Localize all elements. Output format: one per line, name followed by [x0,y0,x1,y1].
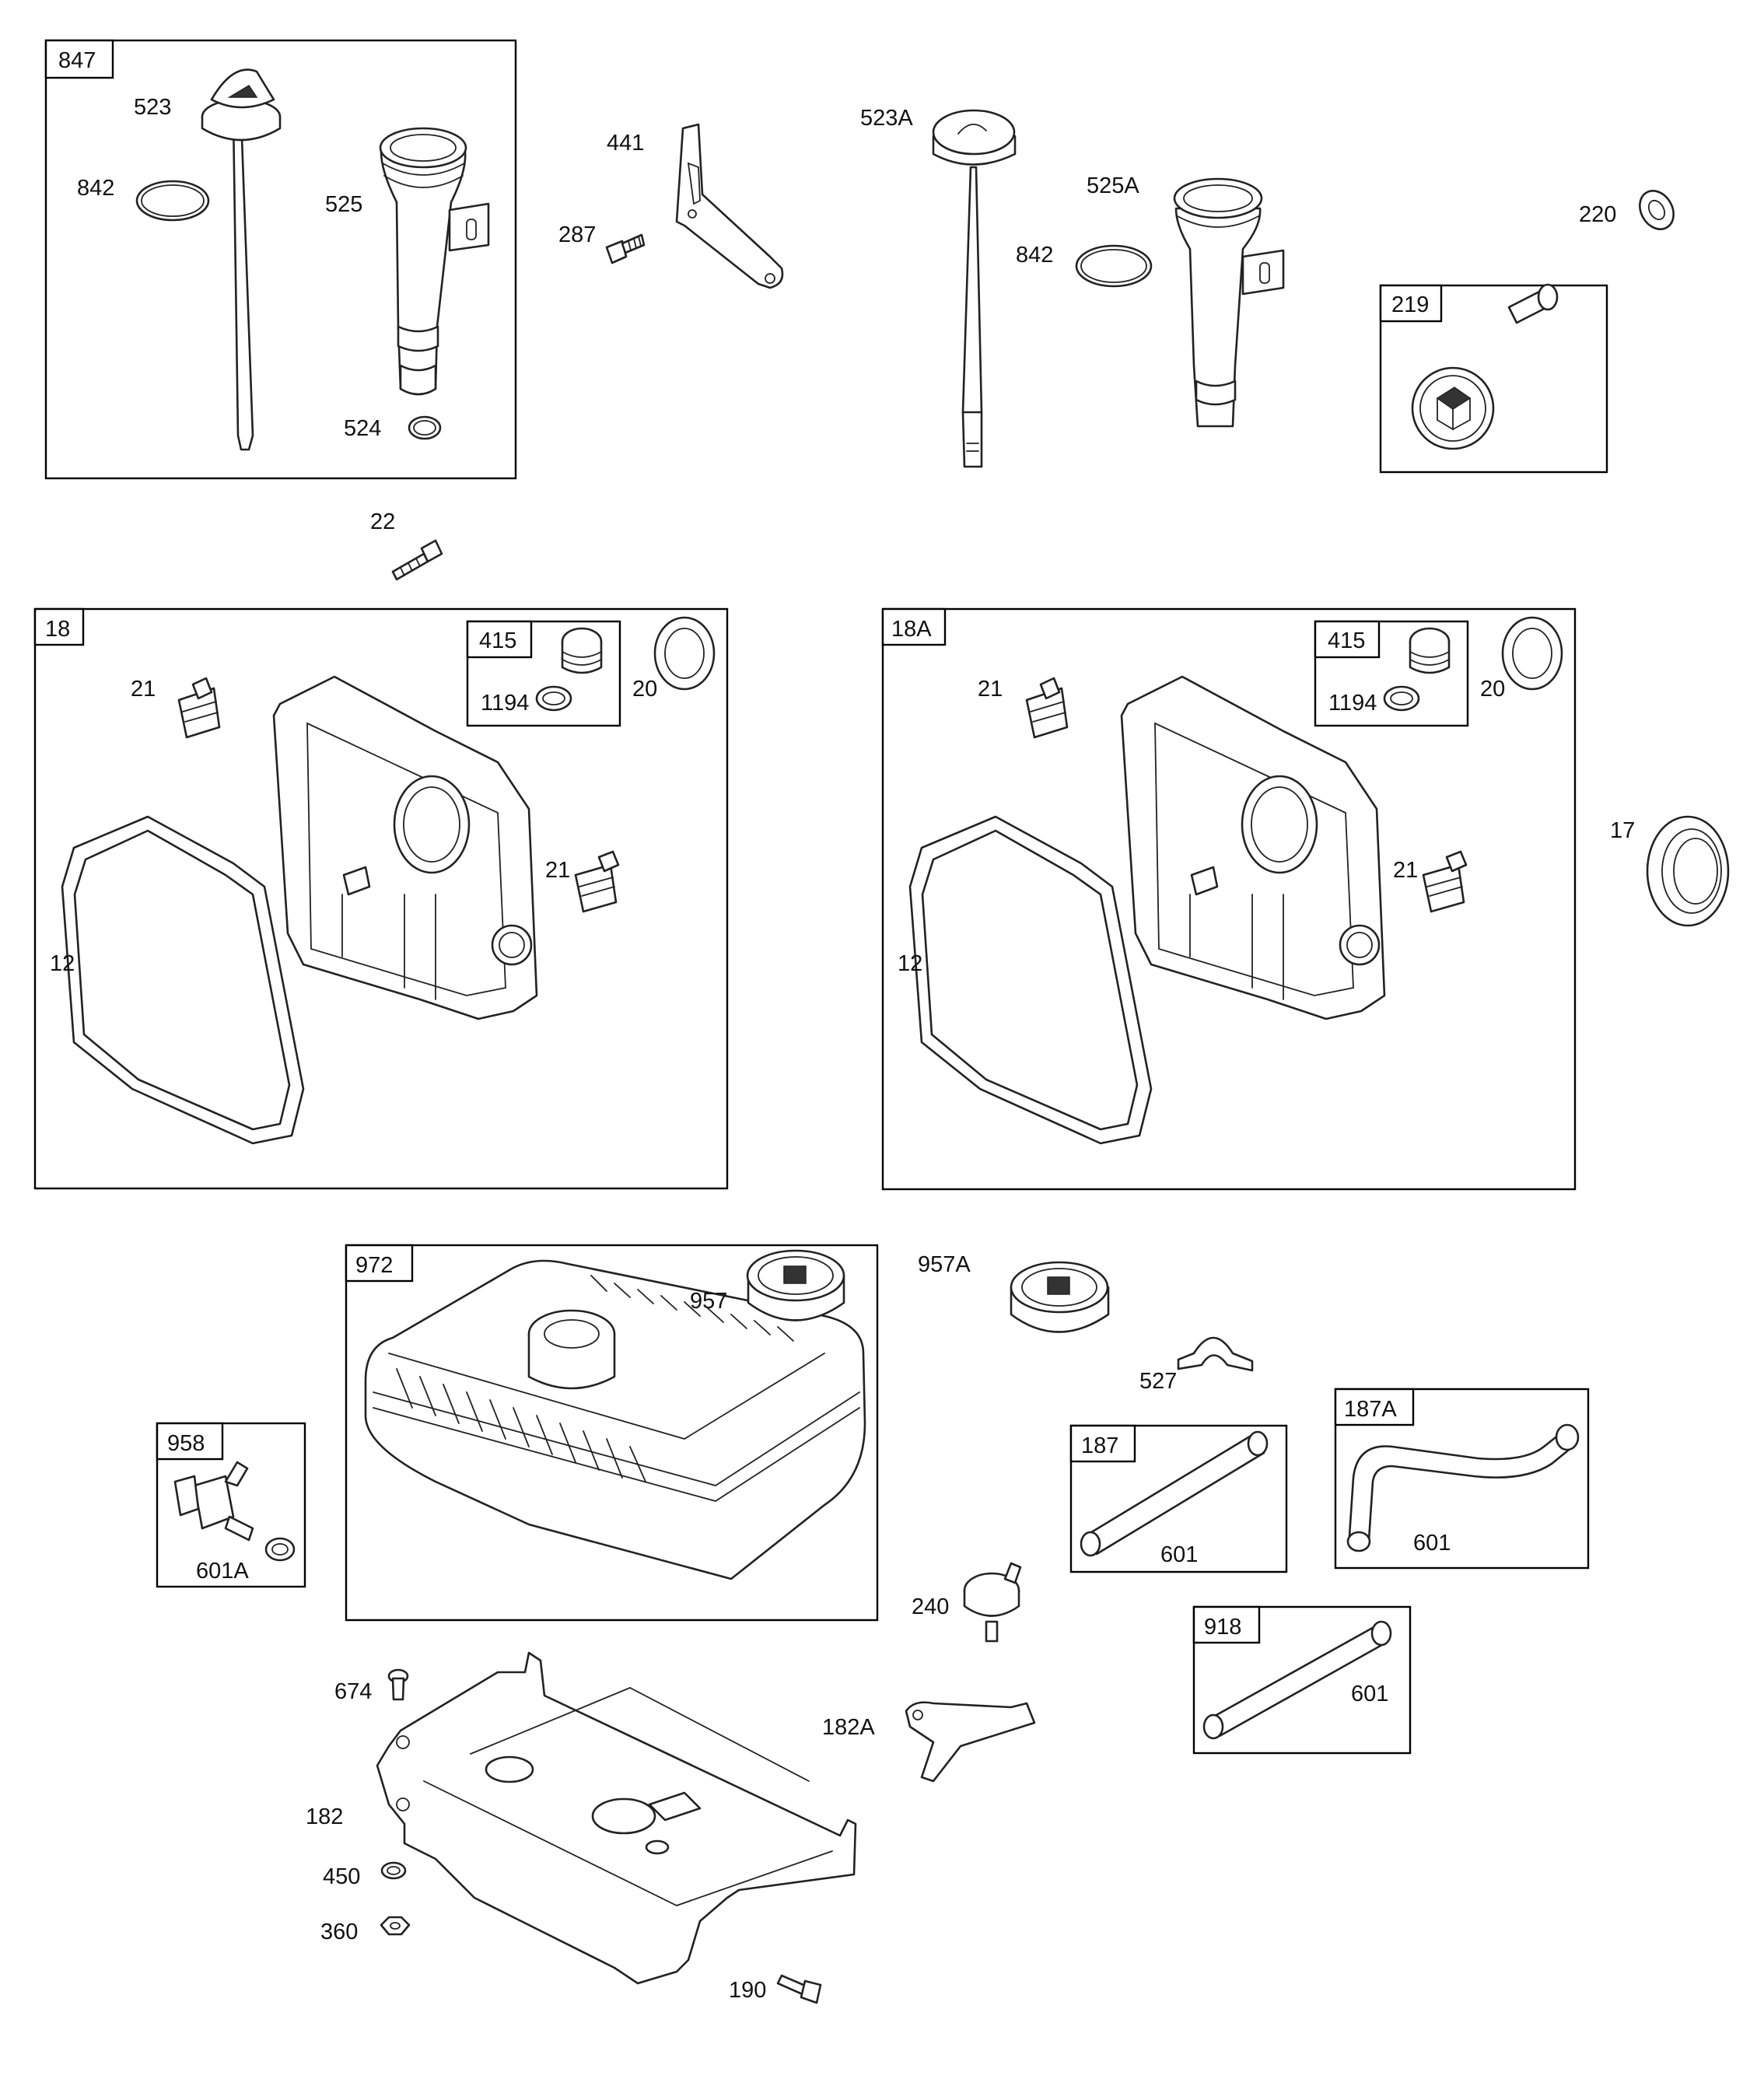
fuel-line-187A [1346,1423,1580,1552]
plug-21-upper-right [1025,677,1069,739]
callout-182: 182 [306,1804,343,1829]
fuel-line-187 [1080,1430,1269,1557]
callout-525: 525 [325,192,362,217]
group-847: 847 [44,39,517,480]
callout-12-right: 12 [898,951,922,976]
callout-21-upper-right: 21 [978,677,1003,702]
group-415-left-label: 415 [479,628,516,653]
callout-190: 190 [729,1978,766,2003]
group-918-label: 918 [1204,1615,1241,1640]
fuel-cap-957 [746,1249,845,1321]
group-847-label: 847 [58,48,96,73]
group-415-left: 415 [466,620,621,727]
o-ring-842-right [1075,244,1153,288]
washer-1194-right [1383,685,1420,712]
group-415-right: 415 [1314,620,1469,727]
callout-674: 674 [334,1679,372,1704]
callout-21-upper-left: 21 [131,677,156,702]
callout-523A: 523A [860,106,913,131]
plug-21-lower-left [574,850,620,913]
callout-601A: 601A [196,1559,249,1584]
group-18: 18 [33,607,729,1190]
callout-220: 220 [1579,202,1616,227]
callout-450: 450 [323,1864,360,1889]
callout-601-187A: 601 [1413,1531,1451,1556]
dipstick-tube-525A [1173,177,1285,428]
group-219: 219 [1379,284,1608,474]
callout-labels: 523 842 525 524 441 287 523A 525A 842 22… [50,95,1635,2003]
callout-957: 957 [690,1289,727,1314]
fuel-tank-972 [364,1259,866,1580]
callout-20-right: 20 [1480,677,1505,702]
base-plate-182 [376,1651,857,1985]
fuel-cap-957A [1010,1261,1110,1333]
group-187-label: 187 [1081,1433,1118,1458]
callout-842-left: 842 [77,176,114,201]
callout-441: 441 [607,131,644,156]
plug-415-left [561,627,603,674]
group-187: 187 [1069,1424,1288,1573]
group-972-label: 972 [355,1253,393,1278]
dipstick-523 [201,68,282,451]
callout-17: 17 [1610,818,1635,843]
group-219-label: 219 [1391,292,1429,317]
callout-1194-right: 1194 [1328,691,1377,716]
washer-1194-left [535,685,572,712]
callout-957A: 957A [918,1252,971,1277]
plug-21-lower-right [1422,850,1468,913]
callout-523: 523 [134,95,171,120]
bolt-22 [391,539,443,581]
o-ring-842-left [135,180,210,222]
group-18-label: 18 [45,617,70,642]
seal-20-right [1501,616,1563,691]
callout-527: 527 [1139,1369,1177,1394]
washer-450 [380,1861,407,1880]
group-958-label: 958 [167,1431,205,1456]
callout-21-lower-right: 21 [1393,858,1418,883]
seal-20-left [653,616,716,691]
callout-360: 360 [320,1920,358,1944]
dipstick-tube-525 [379,127,490,396]
group-187A-label: 187A [1344,1397,1397,1422]
callout-842-right: 842 [1016,243,1053,268]
crankcase-cover-18A [908,675,1386,1145]
callout-524: 524 [344,416,381,441]
group-958: 958 [156,1422,306,1588]
group-972: 972 [345,1244,879,1622]
group-415-right-label: 415 [1328,628,1365,653]
washer-220 [1639,190,1675,230]
group-187A: 187A [1334,1388,1590,1570]
fuel-filter-240 [963,1562,1022,1643]
callout-21-lower-left: 21 [545,858,570,883]
plug-21-upper-left [177,677,221,739]
group-18A: 18A [881,607,1577,1191]
clamp-527 [1177,1336,1254,1372]
plug-415-right [1409,627,1451,674]
callout-240: 240 [912,1594,949,1619]
bracket-441 [675,123,784,289]
governor-gear-219 [1411,283,1559,450]
callout-12-left: 12 [50,951,75,976]
fuel-line-918 [1202,1620,1392,1740]
group-918: 918 [1192,1605,1412,1755]
dipstick-523A [932,109,1017,468]
shutoff-valve-958 [173,1461,296,1562]
nut-360 [380,1916,411,1936]
callout-287: 287 [558,222,596,247]
bearing-17 [1646,815,1730,927]
callout-601-187: 601 [1160,1542,1198,1567]
callout-22: 22 [370,509,395,534]
callout-601-918: 601 [1351,1682,1388,1706]
callout-20-left: 20 [632,677,657,702]
callout-182A: 182A [822,1715,875,1740]
callout-525A: 525A [1087,173,1139,198]
group-18A-label: 18A [891,617,932,642]
bracket-182A [905,1701,1036,1783]
screw-674 [387,1668,409,1701]
bolt-190 [776,1974,822,2004]
crankcase-cover-18 [61,675,538,1145]
callout-1194-left: 1194 [481,691,529,716]
bolt-287 [605,233,646,264]
